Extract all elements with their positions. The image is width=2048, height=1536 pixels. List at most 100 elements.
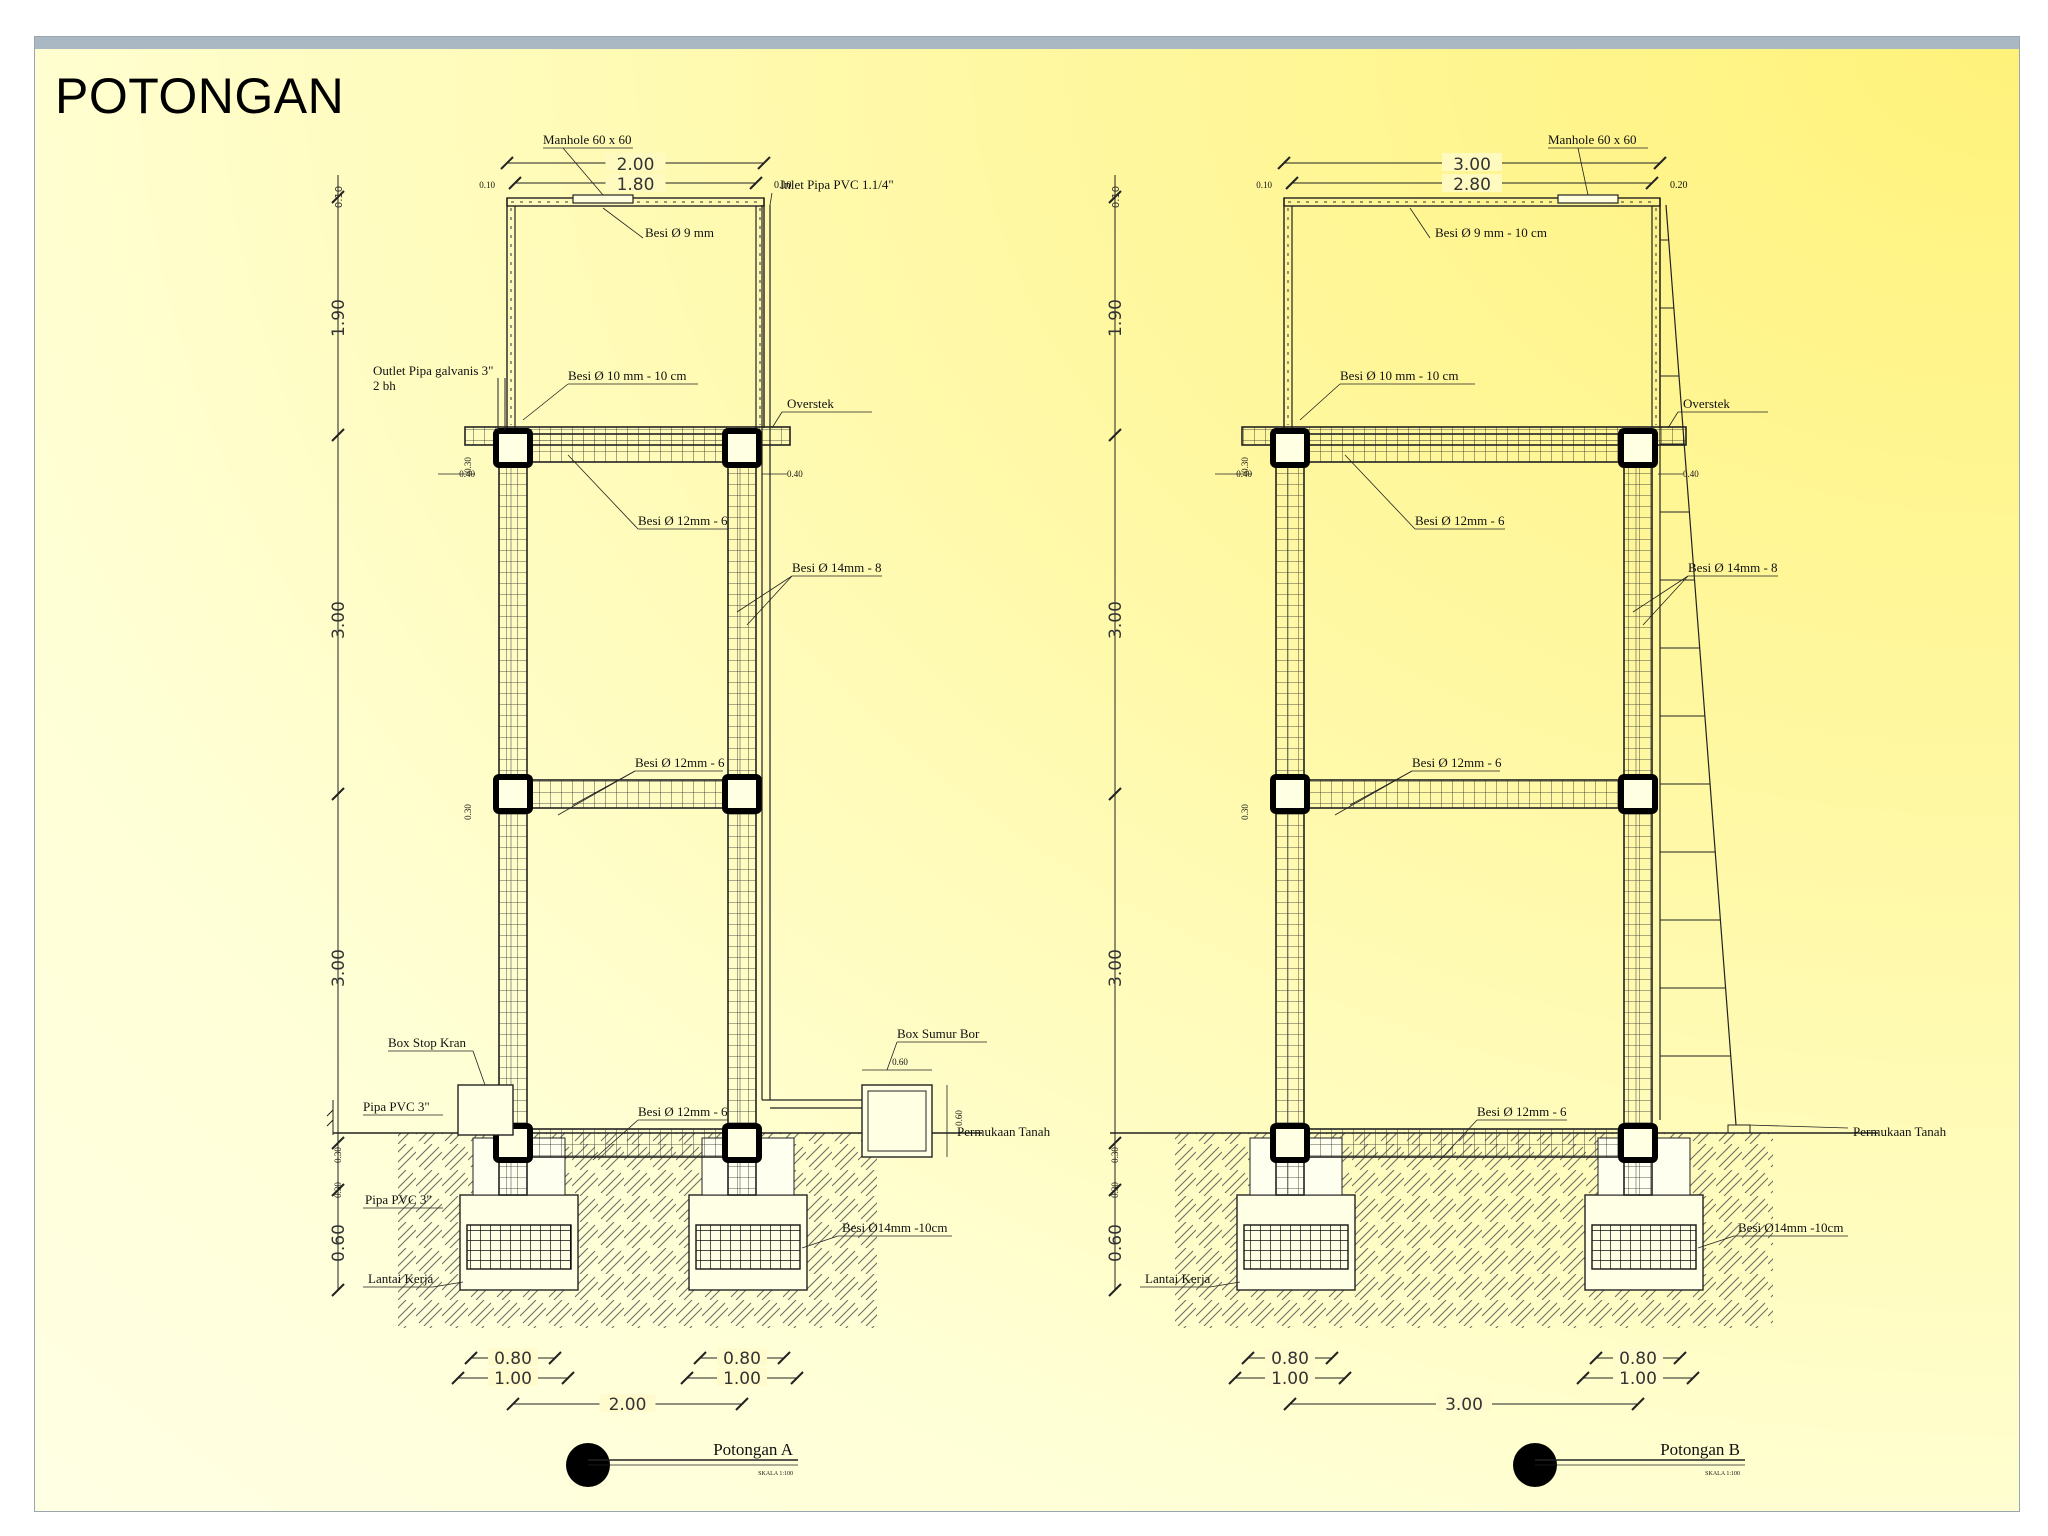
label-mask bbox=[717, 1368, 767, 1386]
leader bbox=[736, 575, 793, 613]
dimension-tick bbox=[1631, 1397, 1645, 1411]
tank-roof bbox=[506, 197, 765, 207]
dimension-tick bbox=[331, 1183, 345, 1197]
top-outer-dim: 3.00 bbox=[1453, 155, 1491, 175]
footing-rebar-grid bbox=[466, 1224, 572, 1270]
leader bbox=[1667, 411, 1679, 429]
label-mask bbox=[488, 1348, 538, 1366]
manhole-cover bbox=[1557, 194, 1619, 204]
label-mask bbox=[1442, 174, 1502, 192]
small-dim: 0.30 bbox=[1110, 1182, 1120, 1198]
label-mask bbox=[1436, 1394, 1492, 1412]
small-dim: 0.30 bbox=[463, 457, 473, 473]
dimension-tick bbox=[1338, 1371, 1352, 1385]
section-scale: SKALA 1:100 bbox=[1705, 1471, 1740, 1477]
dimension-tick bbox=[331, 1136, 345, 1150]
overstek-slab bbox=[464, 426, 791, 446]
dimension-tick bbox=[561, 1371, 575, 1385]
joint-stirrup bbox=[722, 774, 762, 814]
joint-stirrup bbox=[1618, 1123, 1658, 1163]
top-inner-dim: 2.80 bbox=[1453, 175, 1491, 195]
page-title: POTONGAN bbox=[55, 68, 345, 124]
dimension-tick bbox=[500, 156, 514, 170]
beam-mid-label: Besi Ø 12mm - 6 bbox=[1412, 755, 1502, 770]
dimension-tick bbox=[331, 787, 345, 801]
manhole-leader bbox=[562, 147, 604, 196]
small-dim: 0.30 bbox=[1110, 1147, 1120, 1163]
dimension-tick bbox=[1325, 1351, 1339, 1365]
leader bbox=[1642, 575, 1689, 626]
dimension-tick bbox=[1645, 176, 1659, 190]
tie-beam bbox=[512, 1128, 743, 1158]
dimension-tick bbox=[1108, 1136, 1122, 1150]
stop-valve-box bbox=[457, 1084, 514, 1136]
dim-label: 3.00 bbox=[1106, 601, 1126, 639]
column-rebar-label: Besi Ø 14mm - 8 bbox=[1688, 560, 1778, 575]
dimension-tick bbox=[680, 1371, 694, 1385]
dim-label: 0.60 bbox=[1106, 1224, 1126, 1262]
small-dim: 0.30 bbox=[463, 804, 473, 820]
manhole-leader bbox=[1577, 147, 1589, 196]
well-height-label: 0.60 bbox=[954, 1110, 964, 1126]
leader bbox=[771, 411, 783, 429]
well-box-inner bbox=[867, 1090, 927, 1152]
dimension-tick bbox=[1673, 1351, 1687, 1365]
dimension-tick bbox=[451, 1371, 465, 1385]
leader bbox=[1344, 454, 1416, 530]
dimension-tick bbox=[331, 428, 345, 442]
section-title: Potongan A bbox=[713, 1440, 794, 1459]
label-mask bbox=[1265, 1368, 1315, 1386]
dimension-tick bbox=[1277, 156, 1291, 170]
tank-rebar-label: Besi Ø 9 mm - 10 cm bbox=[1435, 225, 1547, 240]
tank-rebar-label: Besi Ø 9 mm bbox=[645, 225, 714, 240]
leader bbox=[1209, 1281, 1241, 1288]
small-dim: 0.30 bbox=[1240, 804, 1250, 820]
well-width-label: 0.60 bbox=[892, 1057, 908, 1067]
slab-rebar-label: Besi Ø 10 mm - 10 cm bbox=[568, 368, 686, 383]
dim-label: 0.10 bbox=[334, 186, 345, 208]
dimension-tick bbox=[749, 176, 763, 190]
dim-label: 1.90 bbox=[329, 299, 349, 337]
leader bbox=[557, 770, 636, 816]
dimension-tick bbox=[1576, 1371, 1590, 1385]
dim-label: 0.60 bbox=[329, 1224, 349, 1262]
leader bbox=[1747, 1124, 1849, 1129]
small-dim: 0.30 bbox=[333, 1182, 343, 1198]
column bbox=[1623, 439, 1653, 1196]
dim-label: 3.00 bbox=[329, 949, 349, 987]
dimension-tick bbox=[1108, 787, 1122, 801]
ground-surface-label: Permukaan Tanah bbox=[957, 1124, 1051, 1139]
ladder-base bbox=[1727, 1124, 1751, 1134]
dimension-tick bbox=[790, 1371, 804, 1385]
dimension-tick bbox=[693, 1351, 707, 1365]
pvc-pipe-label: Pipa PVC 3" bbox=[365, 1192, 432, 1207]
wall-hatch bbox=[326, 1100, 334, 1135]
label-mask bbox=[605, 153, 666, 171]
leader bbox=[801, 1235, 839, 1249]
wall-dim-right: 0.10 bbox=[774, 180, 792, 191]
stop-valve-label: Box Stop Kran bbox=[388, 1035, 467, 1050]
total-width-dim: 3.00 bbox=[1445, 1395, 1483, 1415]
beam-top-label: Besi Ø 12mm - 6 bbox=[1415, 513, 1505, 528]
wall-dim-left: 0.10 bbox=[1256, 180, 1272, 190]
leader bbox=[769, 192, 773, 206]
dimension-tick bbox=[508, 176, 522, 190]
wall-dim-left: 0.10 bbox=[479, 180, 495, 190]
sheet-top-bar bbox=[35, 37, 2019, 49]
leader bbox=[522, 383, 569, 421]
dimension-tick bbox=[1589, 1351, 1603, 1365]
footing-dim: 1.00 bbox=[494, 1369, 532, 1389]
work-floor-label: Lantai Kerja bbox=[368, 1271, 434, 1286]
leader bbox=[886, 1041, 898, 1071]
beam-mid-label: Besi Ø 12mm - 6 bbox=[635, 755, 725, 770]
dimension-tick bbox=[331, 190, 345, 204]
manhole-label: Manhole 60 x 60 bbox=[543, 132, 631, 147]
dimension-tick bbox=[331, 1283, 345, 1297]
footing-rebar-grid bbox=[1591, 1224, 1697, 1270]
footing-dim: 0.80 bbox=[1271, 1349, 1309, 1369]
ground-surface-label: Permukaan Tanah bbox=[1853, 1124, 1947, 1139]
top-outer-dim: 2.00 bbox=[617, 155, 655, 175]
dimension-tick bbox=[464, 1351, 478, 1365]
